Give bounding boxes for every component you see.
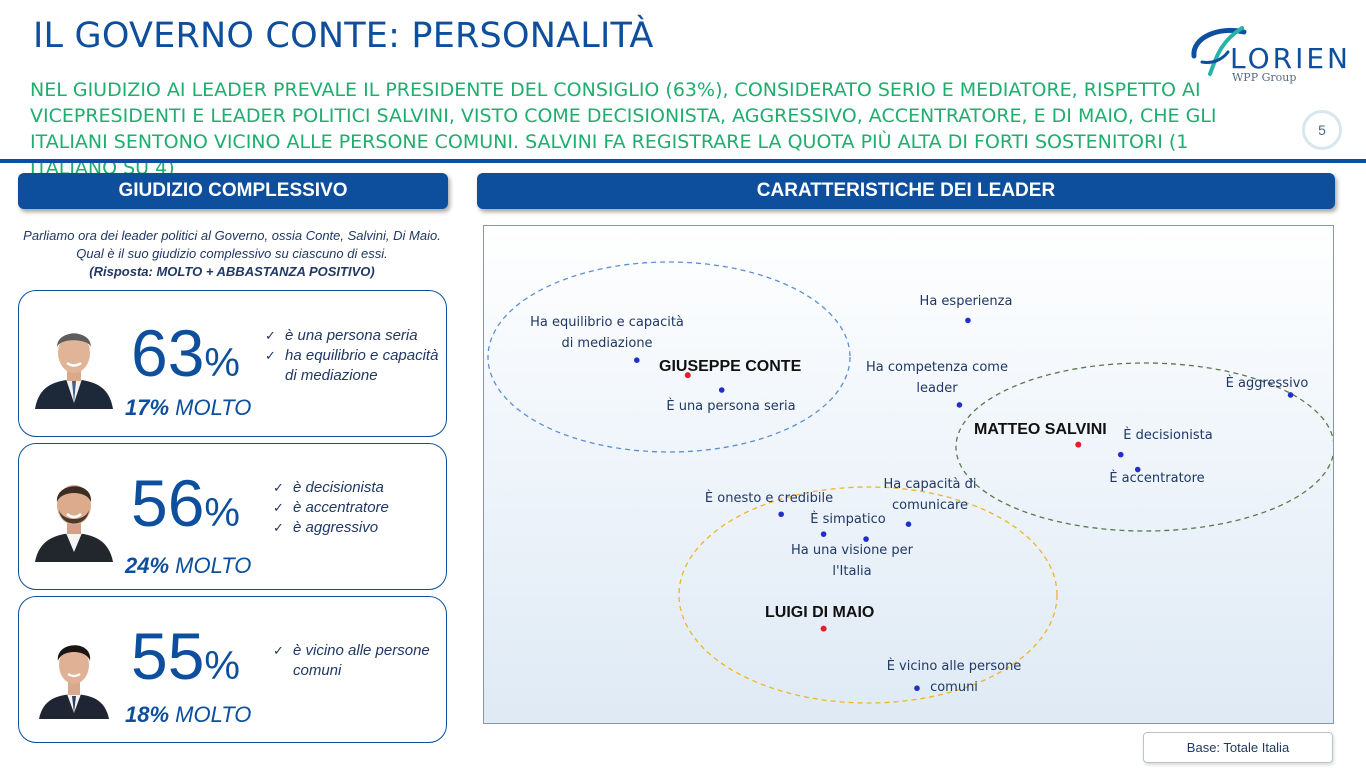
attribute-label: Ha esperienza [920,294,1013,309]
trait-list: è vicino alle persone comuni [273,641,443,681]
molto-percent: 24% MOLTO [125,553,251,579]
trait-list: è una persona seria ha equilibrio e capa… [265,326,445,386]
attribute-point [905,521,912,527]
approval-percent: 63% [131,320,240,386]
attribute-point [965,317,971,324]
leader-point [1075,441,1082,448]
molto-value: 24% [125,553,170,578]
logo-wordmark: LORIEN [1230,42,1351,75]
percent-symbol: % [204,644,240,688]
attribute-point [1134,466,1141,473]
trait-item: è aggressivo [273,518,443,538]
cluster-ellipse-conte [487,261,851,453]
attribute-point [1117,451,1124,458]
leader-point [820,625,827,632]
leader-card-conte: 63% 17% MOLTO è una persona seria ha equ… [18,290,447,437]
attribute-label: È simpatico [810,511,885,527]
attribute-point [778,511,784,518]
molto-label: MOLTO [175,702,252,727]
attribute-label: È onesto e credibile [705,490,833,506]
lorien-logo-icon [1191,26,1247,76]
approval-percent: 55% [131,623,240,689]
attribute-point [634,357,640,363]
percent-symbol: % [204,341,240,385]
avatar [33,472,115,562]
base-note: Base: Totale Italia [1143,732,1333,763]
leader-label: LUIGI DI MAIO [765,604,874,621]
attribute-point [863,536,869,542]
leader-label: GIUSEPPE CONTE [659,358,802,375]
attribute-point [820,531,827,537]
trait-item: è accentratore [273,498,443,518]
avatar [33,629,115,719]
page-number: 5 [1302,110,1342,150]
attribute-point [914,685,920,692]
trait-list: è decisionista è accentratore è aggressi… [273,478,443,538]
question-text: Parliamo ora dei leader politici al Gove… [23,228,441,261]
approval-percent: 56% [131,470,240,536]
attribute-point [956,402,963,408]
approval-value: 55 [131,619,205,693]
approval-value: 56 [131,466,205,540]
trait-item: ha equilibrio e capacità di mediazione [265,346,445,386]
molto-value: 18% [125,702,170,727]
percent-symbol: % [204,491,240,535]
molto-percent: 18% MOLTO [125,702,251,728]
leader-card-salvini: 56% 24% MOLTO è decisionista è accentrat… [18,443,447,590]
section-header-caratteristiche: CARATTERISTICHE DEI LEADER [477,173,1335,209]
approval-value: 63 [131,316,205,390]
trait-item: è decisionista [273,478,443,498]
cluster-ellipse-dimaio [678,486,1058,704]
attribute-point [718,387,725,393]
survey-question: Parliamo ora dei leader politici al Gove… [22,227,442,281]
attribute-point [1287,392,1294,398]
attribute-label: È accentratore [1109,470,1204,486]
section-header-giudizio: GIUDIZIO COMPLESSIVO [18,173,448,209]
molto-percent: 17% MOLTO [125,395,251,421]
page-title: IL GOVERNO CONTE: PERSONALITÀ [33,16,654,56]
molto-label: MOLTO [175,395,252,420]
molto-label: MOLTO [175,553,252,578]
attribute-label: È una persona seria [666,398,795,414]
response-note: (Risposta: MOLTO + ABBASTANZA POSITIVO) [89,264,375,279]
molto-value: 17% [125,395,170,420]
trait-item: è una persona seria [265,326,445,346]
attribute-label: È aggressivo [1226,375,1309,391]
leader-card-dimaio: 55% 18% MOLTO è vicino alle persone comu… [18,596,447,743]
leader-point [684,372,691,379]
header-divider [0,159,1366,163]
leader-label: MATTEO SALVINI [974,421,1107,438]
attribute-label: È decisionista [1123,427,1212,443]
page-subtitle: NEL GIUDIZIO AI LEADER PREVALE IL PRESID… [30,79,1217,179]
trait-item: è vicino alle persone comuni [273,641,443,681]
logo-subtitle: WPP Group [1232,71,1297,84]
avatar [33,319,115,409]
